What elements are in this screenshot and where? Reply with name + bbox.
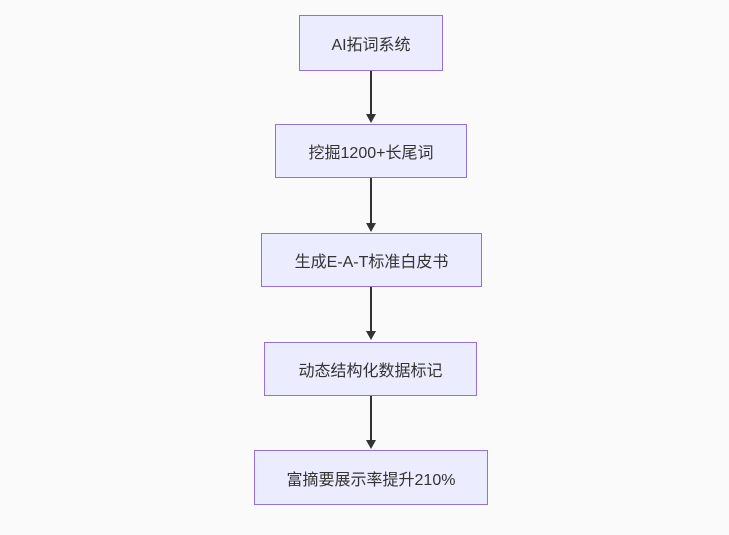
arrow-line bbox=[370, 396, 372, 440]
arrow-line bbox=[370, 287, 372, 331]
node-label: 富摘要展示率提升210% bbox=[286, 471, 456, 489]
flow-arrow-1 bbox=[366, 71, 376, 123]
flowchart-node-longtail-mining: 挖掘1200+长尾词 bbox=[275, 124, 467, 178]
arrow-head-icon bbox=[366, 331, 376, 340]
flowchart-node-ai-keyword-system: AI拓词系统 bbox=[299, 15, 443, 71]
flowchart-node-structured-data-markup: 动态结构化数据标记 bbox=[264, 342, 477, 396]
flow-arrow-3 bbox=[366, 287, 376, 340]
node-label: 挖掘1200+长尾词 bbox=[308, 145, 434, 162]
flowchart-node-eat-whitepaper: 生成E-A-T标准白皮书 bbox=[261, 233, 482, 287]
node-label: 动态结构化数据标记 bbox=[298, 363, 443, 380]
arrow-line bbox=[370, 178, 372, 223]
arrow-head-icon bbox=[366, 223, 376, 232]
node-label: 生成E-A-T标准白皮书 bbox=[294, 254, 449, 271]
node-label: AI拓词系统 bbox=[331, 37, 411, 54]
arrow-line bbox=[370, 71, 372, 114]
flow-arrow-2 bbox=[366, 178, 376, 232]
arrow-head-icon bbox=[366, 114, 376, 123]
flowchart-node-rich-snippet-result: 富摘要展示率提升210% bbox=[254, 450, 488, 505]
arrow-head-icon bbox=[366, 440, 376, 449]
flow-arrow-4 bbox=[366, 396, 376, 449]
